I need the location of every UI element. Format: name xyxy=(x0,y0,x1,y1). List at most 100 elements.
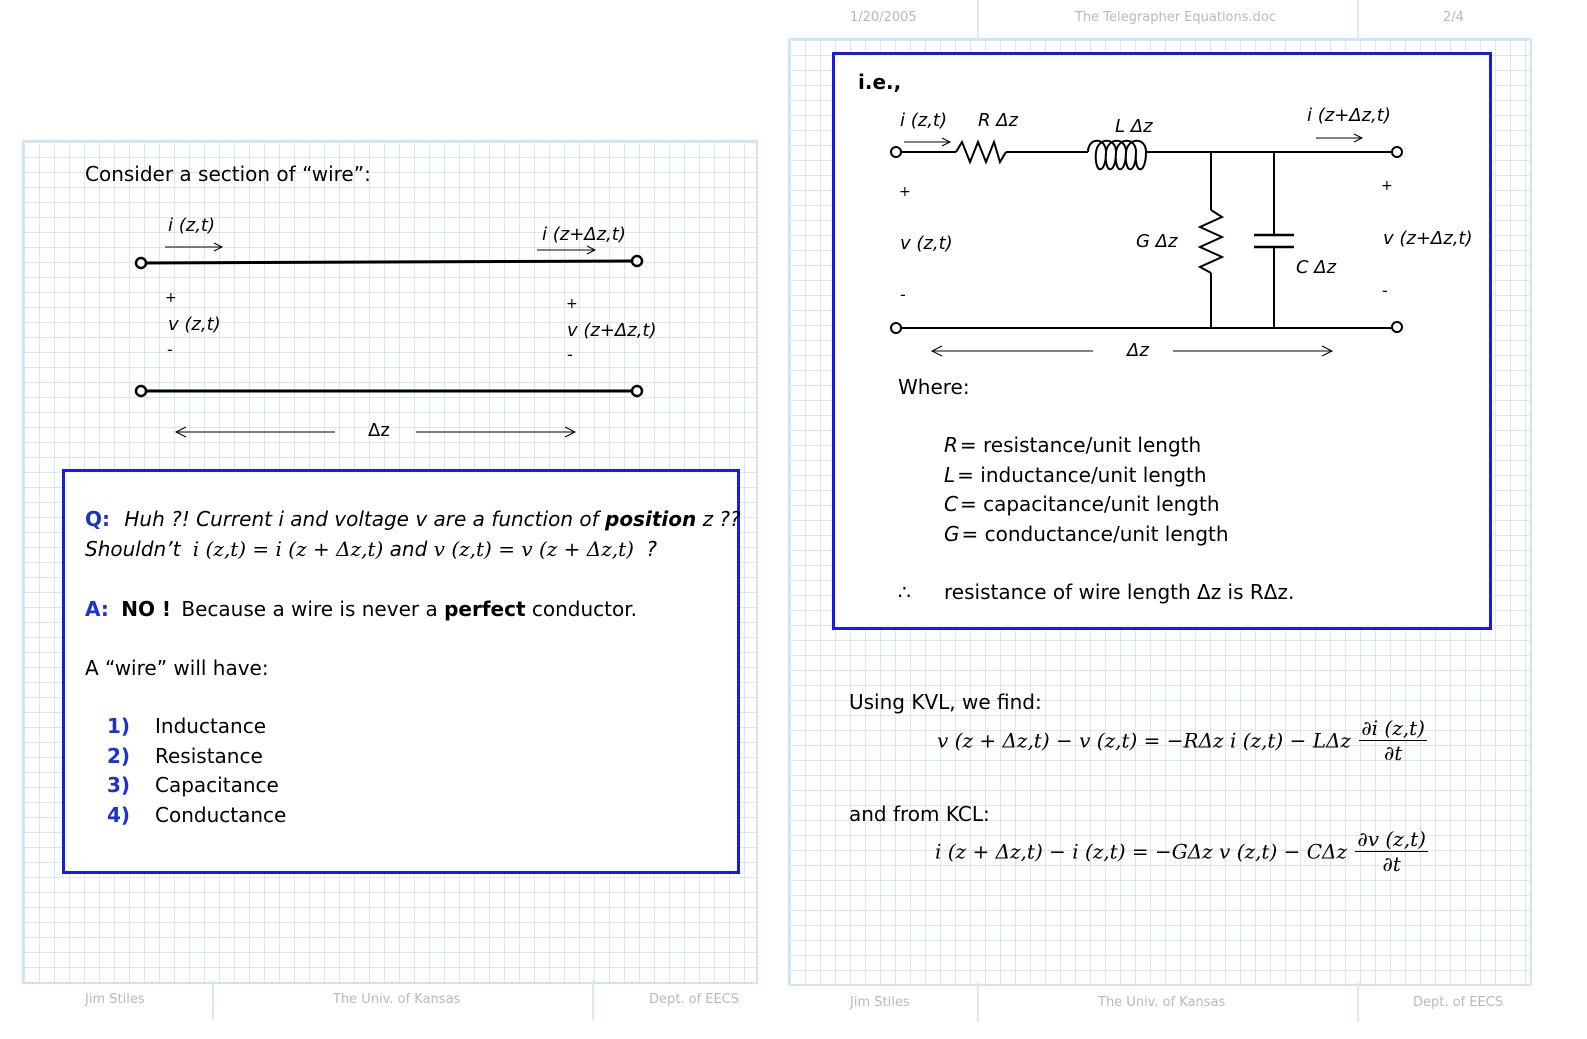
definition-item: G= conductance/unit length xyxy=(944,522,1229,552)
therefore-symbol: ∴ xyxy=(898,580,911,604)
circuit-minus-right: - xyxy=(1382,281,1388,300)
conductance-label: G Δz xyxy=(1136,231,1178,252)
definition-symbol: R xyxy=(944,433,958,457)
answer-line: A: NO ! Because a wire is never a perfec… xyxy=(85,597,637,621)
header-divider xyxy=(1357,0,1359,38)
question-label: Q: xyxy=(85,507,110,531)
answer-text-1: Because a wire is never a xyxy=(181,597,438,621)
list-label: Inductance xyxy=(155,714,267,738)
circuit-minus-left: - xyxy=(900,285,906,304)
kvl-lhs: v (z + Δz,t) − v (z,t) = −RΔz i (z,t) − … xyxy=(937,728,1351,753)
question-bold: position xyxy=(605,507,697,531)
definition-text: = conductance/unit length xyxy=(961,521,1229,546)
minus-right: - xyxy=(567,345,573,364)
list-item: 4) Conductance xyxy=(107,803,286,833)
definition-text: = resistance/unit length xyxy=(959,433,1202,457)
qa-box xyxy=(62,469,740,874)
voltage-left-label: v (z,t) xyxy=(168,314,221,335)
list-number: 1) xyxy=(107,714,131,738)
plus-left: + xyxy=(165,290,177,306)
wire-diagram xyxy=(134,242,644,438)
list-label: Resistance xyxy=(155,743,263,768)
kvl-fraction: ∂i (z,t) ∂t xyxy=(1359,716,1427,765)
delta-z-label: Δz xyxy=(368,420,390,441)
definition-list: R= resistance/unit length L= inductance/… xyxy=(944,433,1229,551)
answer-bold: perfect xyxy=(444,597,526,621)
question-prefix: Shouldn’t xyxy=(85,537,181,561)
list-label: Conductance xyxy=(155,802,287,827)
list-item: 2) Resistance xyxy=(107,744,286,774)
kcl-equation: i (z + Δz,t) − i (z,t) = −GΔz v (z,t) − … xyxy=(935,827,1428,876)
circuit-voltage-left: v (z,t) xyxy=(900,233,953,254)
circuit-current-right: i (z+Δz,t) xyxy=(1307,105,1391,126)
circuit-delta-z: Δz xyxy=(1127,340,1149,361)
footer-divider xyxy=(1357,982,1359,1022)
footer-dept: Dept. of EECS xyxy=(1413,995,1504,1010)
kcl-intro: and from KCL: xyxy=(849,802,990,826)
wire-have-text: A “wire” will have: xyxy=(85,656,269,680)
capacitance-label: C Δz xyxy=(1296,257,1337,278)
list-item: 1) Inductance xyxy=(107,714,286,744)
header-page-number: 2/4 xyxy=(1443,10,1464,25)
kvl-numerator: ∂i (z,t) xyxy=(1359,716,1427,741)
definition-symbol: C xyxy=(944,492,958,516)
circuit-plus-right: + xyxy=(1381,178,1393,194)
definition-item: R= resistance/unit length xyxy=(944,433,1229,463)
plus-right: + xyxy=(566,296,578,312)
circuit-plus-left: + xyxy=(899,184,911,200)
header-doc-title: The Telegrapher Equations.doc xyxy=(1075,10,1277,25)
list-label: Capacitance xyxy=(155,773,279,797)
question-end: ? xyxy=(646,537,657,561)
footer-dept: Dept. of EECS xyxy=(649,992,740,1007)
list-number: 2) xyxy=(107,743,131,768)
definition-item: L= inductance/unit length xyxy=(944,463,1229,493)
answer-label: A: xyxy=(85,597,109,621)
header-divider xyxy=(977,0,979,38)
voltage-right-label: v (z+Δz,t) xyxy=(567,320,657,341)
circuit-current-left: i (z,t) xyxy=(900,110,947,131)
kcl-fraction: ∂v (z,t) ∂t xyxy=(1355,827,1428,876)
therefore-line: ∴ resistance of wire length Δz is RΔz. xyxy=(898,580,1294,604)
question-line-1: Q: Huh ?! Current i and voltage v are a … xyxy=(85,507,741,531)
footer-author: Jim Stiles xyxy=(85,992,145,1007)
definition-text: = inductance/unit length xyxy=(957,462,1207,487)
kvl-intro: Using KVL, we find: xyxy=(849,690,1042,714)
kcl-numerator: ∂v (z,t) xyxy=(1355,827,1428,852)
where-label: Where: xyxy=(898,375,970,399)
current-left-label: i (z,t) xyxy=(168,215,215,236)
inductor-label: L Δz xyxy=(1115,116,1153,137)
question-and: and xyxy=(389,537,428,561)
definition-text: = capacitance/unit length xyxy=(959,492,1220,516)
kcl-denominator: ∂t xyxy=(1382,852,1401,876)
circuit-diagram xyxy=(890,133,1403,357)
property-list: 1)Inductance 2)Resistance 3)Capacitance … xyxy=(107,714,286,832)
question-line-2: Shouldn’t i (z,t) = i (z + Δz,t) and v (… xyxy=(85,537,657,561)
question-eq-2: v (z,t) = v (z + Δz,t) xyxy=(433,537,634,561)
definition-symbol: G xyxy=(944,521,960,546)
definition-item: C= capacitance/unit length xyxy=(944,492,1229,522)
current-right-label: i (z+Δz,t) xyxy=(542,224,626,245)
footer-divider xyxy=(212,980,214,1020)
intro-text: Consider a section of “wire”: xyxy=(85,162,371,186)
circuit-box xyxy=(832,52,1492,630)
footer-univ: The Univ. of Kansas xyxy=(333,992,461,1007)
footer-univ: The Univ. of Kansas xyxy=(1098,995,1226,1010)
list-item: 3) Capacitance xyxy=(107,773,286,803)
therefore-text: resistance of wire length Δz is RΔz. xyxy=(944,580,1295,604)
footer-divider xyxy=(592,980,594,1020)
resistor-label: R Δz xyxy=(978,110,1018,131)
kvl-equation: v (z + Δz,t) − v (z,t) = −RΔz i (z,t) − … xyxy=(937,716,1427,765)
minus-left: - xyxy=(167,340,173,359)
header-date: 1/20/2005 xyxy=(850,10,917,25)
list-number: 4) xyxy=(107,802,131,827)
answer-no: NO ! xyxy=(121,597,172,621)
footer-divider xyxy=(977,982,979,1022)
footer-author: Jim Stiles xyxy=(850,995,910,1010)
ie-label: i.e., xyxy=(858,70,902,94)
list-number: 3) xyxy=(107,773,131,797)
circuit-voltage-right: v (z+Δz,t) xyxy=(1383,228,1473,249)
question-text-1: Huh ?! Current i and voltage v are a fun… xyxy=(124,507,599,531)
kvl-denominator: ∂t xyxy=(1383,741,1403,765)
kcl-lhs: i (z + Δz,t) − i (z,t) = −GΔz v (z,t) − … xyxy=(935,839,1348,864)
answer-text-2: conductor. xyxy=(531,597,637,621)
